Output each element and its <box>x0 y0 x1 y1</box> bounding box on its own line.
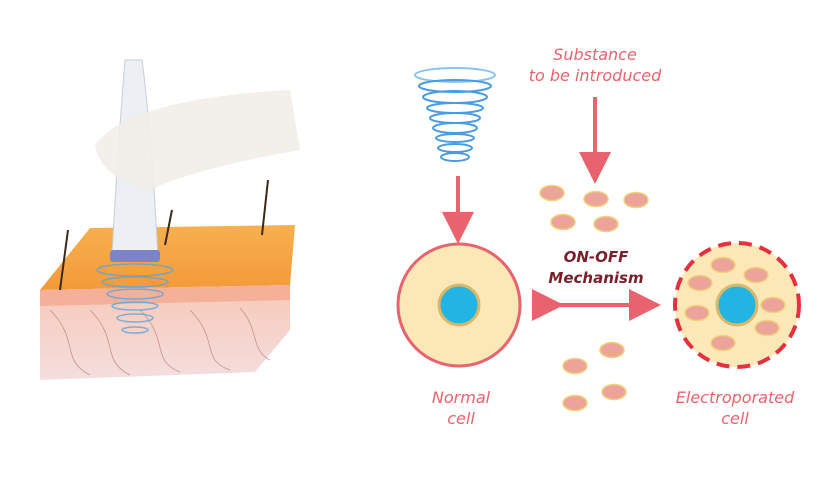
normal-cell-label-line1: Normal <box>432 388 491 407</box>
electric-field-spiral-icon <box>414 67 496 162</box>
skin-layers <box>40 285 290 380</box>
particle <box>623 191 649 209</box>
normal-cell-label-line2: cell <box>447 409 475 428</box>
particle <box>593 215 619 233</box>
particle <box>562 357 588 375</box>
mechanism-label-line2: Mechanism <box>548 269 643 287</box>
particle <box>754 319 780 337</box>
substance-label-line1: Substance <box>553 45 637 64</box>
nucleus <box>715 283 759 327</box>
particle <box>599 341 625 359</box>
particle <box>710 256 736 274</box>
particle <box>539 184 565 202</box>
particle <box>583 190 609 208</box>
substance-particles <box>539 184 786 412</box>
gloved-hand <box>95 90 300 190</box>
particle <box>687 274 713 292</box>
substance-label-line2: to be introduced <box>529 66 662 85</box>
normal-cell <box>396 242 522 368</box>
particle <box>550 213 576 231</box>
nucleus <box>437 283 481 327</box>
particle <box>760 296 786 314</box>
hair <box>59 229 69 291</box>
particle <box>710 334 736 352</box>
wave-spiral-icon <box>96 263 174 334</box>
particle <box>743 266 769 284</box>
skin-device-illustration <box>40 59 300 380</box>
electroporated-cell-label-line1: Electroporated <box>676 388 795 407</box>
particle <box>684 304 710 322</box>
particle <box>562 394 588 412</box>
mechanism-label-line1: ON-OFF <box>564 248 630 266</box>
electroporated-cell-label-line2: cell <box>721 409 749 428</box>
particle <box>601 383 627 401</box>
